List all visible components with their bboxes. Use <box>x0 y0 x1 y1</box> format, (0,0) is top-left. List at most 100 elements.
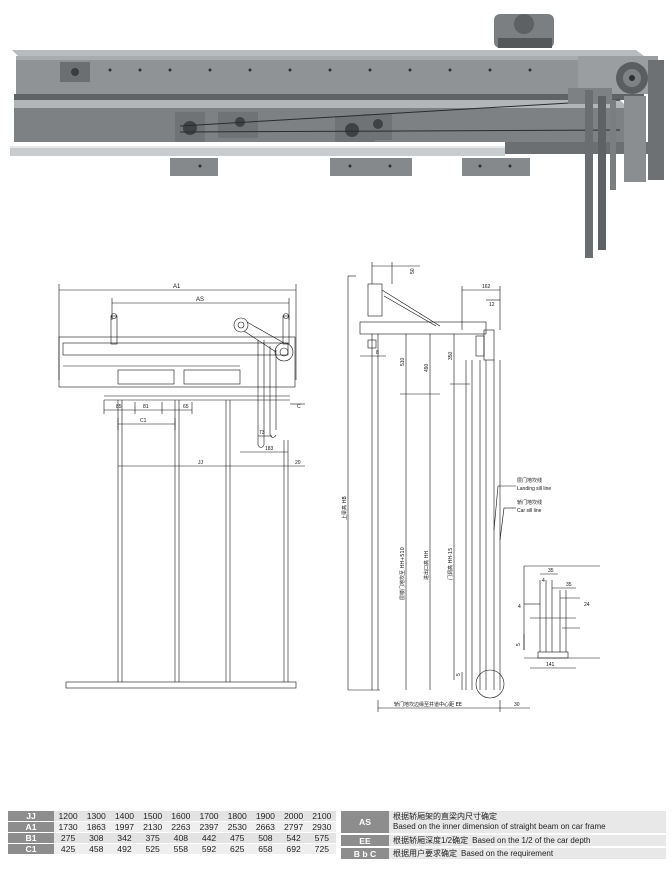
dim-4b: 4 <box>518 604 521 610</box>
side-view-drawing <box>347 262 530 712</box>
note-en: Based on the 1/2 of the car depth <box>472 835 591 845</box>
hanger-plate <box>170 158 218 176</box>
row-key: JJ <box>8 811 54 822</box>
cell: 408 <box>166 832 195 844</box>
dim-35a: 35 <box>548 568 554 574</box>
front-view-drawing <box>58 284 305 689</box>
cell: 1600 <box>166 811 195 822</box>
dim-ee: 轿门地坎边缘至井道中心距 EE <box>394 701 462 708</box>
dim-20: 20 <box>295 460 301 466</box>
note-as: AS 根据轿厢架的直梁内尺寸确定 Based on the inner dime… <box>341 811 666 833</box>
cell: 1800 <box>223 811 252 822</box>
dim-490: 490 <box>424 363 430 372</box>
cell: 525 <box>138 843 167 855</box>
note-text: 根据用户要求确定 Based on the requirement <box>389 848 666 859</box>
cell: 508 <box>251 832 280 844</box>
dim-183: 183 <box>265 446 274 452</box>
note-bbc: B b C 根据用户要求确定 Based on the requirement <box>341 848 666 859</box>
dim-65: 65 <box>183 404 189 410</box>
lower-plate <box>14 108 628 142</box>
car-sill-en: Car sill line <box>517 508 542 514</box>
cell: 1200 <box>54 811 83 822</box>
row-key: A1 <box>8 821 54 833</box>
car-sill-cn: 轿门地坎线 <box>517 499 542 506</box>
note-cn: 根据轿厢深度1/2确定 <box>393 835 469 845</box>
hanger-plate <box>462 158 530 176</box>
landing-sill-en: Landing sill line <box>517 486 551 492</box>
dim-c1: C1 <box>140 418 147 424</box>
cell: 592 <box>194 843 224 855</box>
dim-81: 81 <box>143 404 149 410</box>
dim-350: 350 <box>448 351 454 360</box>
dim-hh: 进出口高 HH <box>423 551 430 580</box>
cell: 542 <box>279 832 308 844</box>
dim-c: C <box>297 404 301 410</box>
hanger-plate <box>330 158 412 176</box>
spec-table: JJ 1200 1300 1400 1500 1600 1700 1800 19… <box>8 811 336 855</box>
cell: 275 <box>54 832 83 844</box>
cell: 1500 <box>138 811 167 822</box>
dim-510: 510 <box>400 357 406 366</box>
cell: 2263 <box>166 821 195 833</box>
cell: 475 <box>223 832 252 844</box>
cell: 308 <box>82 832 111 844</box>
cell: 375 <box>138 832 167 844</box>
note-cn: 根据用户要求确定 <box>393 848 457 858</box>
dim-hh15: 门洞高 HH-15 <box>447 548 454 580</box>
cell: 442 <box>194 832 224 844</box>
note-key: EE <box>341 835 389 846</box>
cell: 725 <box>307 843 336 855</box>
note-ee: EE 根据轿厢深度1/2确定 Based on the 1/2 of the c… <box>341 835 666 846</box>
dim-12: 12 <box>489 302 495 308</box>
landing-sill-cn: 层门地坎线 <box>517 477 542 484</box>
dim-jj: JJ <box>198 460 204 466</box>
row-key: B1 <box>8 832 54 844</box>
dim-50: 50 <box>410 268 416 274</box>
cell: 1730 <box>54 821 83 833</box>
cell: 2000 <box>279 811 308 822</box>
dim-24: 24 <box>584 602 590 608</box>
dim-141: 141 <box>546 662 555 668</box>
cell: 1400 <box>110 811 139 822</box>
dim-162: 162 <box>482 284 491 290</box>
dim-a1: A1 <box>173 284 181 290</box>
table-row: JJ 1200 1300 1400 1500 1600 1700 1800 19… <box>8 811 336 822</box>
dim-hh510: 层楼门地坎至 HH+510 <box>399 547 406 600</box>
cell: 2797 <box>279 821 308 833</box>
cell: 1997 <box>110 821 139 833</box>
cell: 458 <box>82 843 111 855</box>
note-key: B b C <box>341 848 389 859</box>
door-arm <box>598 96 606 250</box>
note-text: 根据轿厢架的直梁内尺寸确定 Based on the inner dimensi… <box>389 811 666 833</box>
roller-icon <box>373 119 383 129</box>
cell: 1300 <box>82 811 111 822</box>
cell: 1863 <box>82 821 111 833</box>
dim-85: 85 <box>116 404 122 410</box>
cell: 2530 <box>223 821 252 833</box>
cell: 2930 <box>307 821 336 833</box>
dim-30: 30 <box>514 702 520 708</box>
table-row: B1 275 308 342 375 408 442 475 508 542 5… <box>8 832 336 844</box>
note-en: Based on the requirement <box>461 848 554 858</box>
track-rail <box>10 146 505 156</box>
note-en: Based on the inner dimension of straight… <box>393 822 606 831</box>
table-row: C1 425 458 492 525 558 592 625 658 692 7… <box>8 843 336 855</box>
note-key: AS <box>341 811 389 833</box>
cell: 425 <box>54 843 83 855</box>
table-row: A1 1730 1863 1997 2130 2263 2397 2530 26… <box>8 821 336 833</box>
dim-8: 8 <box>376 350 379 356</box>
cell: 2100 <box>307 811 336 822</box>
cell: 2397 <box>194 821 224 833</box>
cell: 558 <box>166 843 195 855</box>
dim-5-side: 5 <box>456 673 462 676</box>
dim-hb: 上梁高 HB <box>341 496 348 520</box>
row-key: C1 <box>8 843 54 855</box>
cell: 342 <box>110 832 139 844</box>
cell: 2130 <box>138 821 167 833</box>
cell: 575 <box>307 832 336 844</box>
roller-icon <box>345 123 359 137</box>
door-arm <box>585 90 593 258</box>
cell: 492 <box>110 843 139 855</box>
